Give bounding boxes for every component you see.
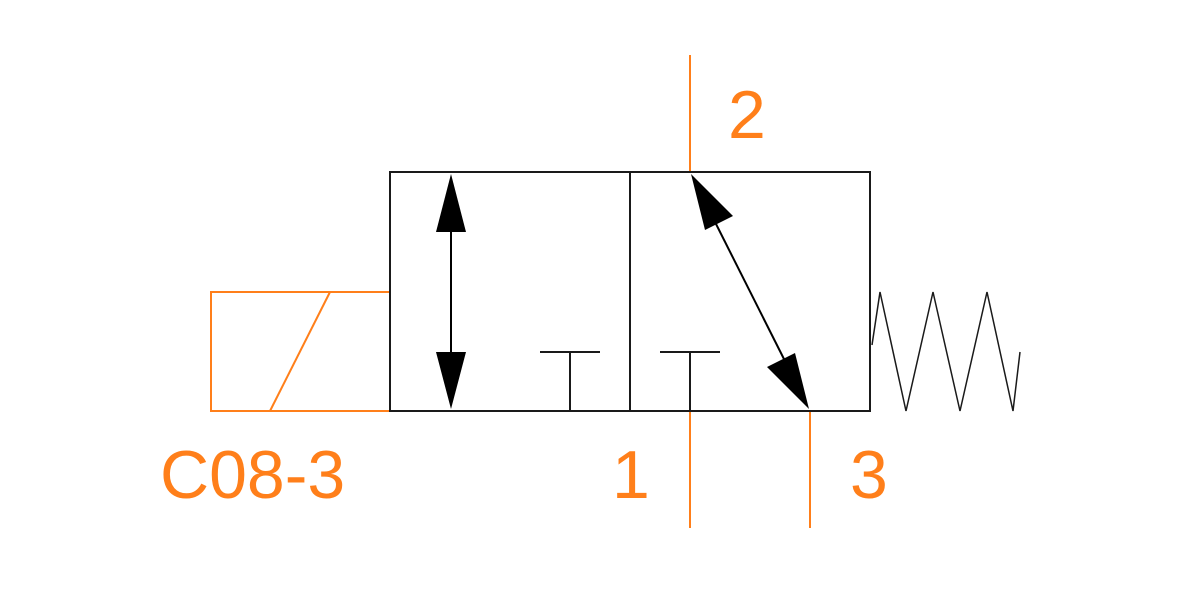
- port-3-label: 3: [850, 437, 888, 513]
- spring-icon: [871, 291, 1021, 412]
- left-envelope: [389, 171, 631, 412]
- port-1-label: 1: [612, 437, 650, 513]
- blocked-port-symbol: [660, 351, 720, 411]
- blocked-port-symbol: [540, 351, 600, 411]
- solenoid-actuator: [210, 291, 391, 412]
- flow-arrow-vertical: [436, 174, 466, 409]
- right-envelope: [629, 171, 871, 412]
- valve-body: [389, 171, 871, 412]
- port-2-label: 2: [728, 77, 766, 153]
- model-label: C08-3: [160, 437, 345, 513]
- flow-arrow-diagonal: [691, 174, 809, 409]
